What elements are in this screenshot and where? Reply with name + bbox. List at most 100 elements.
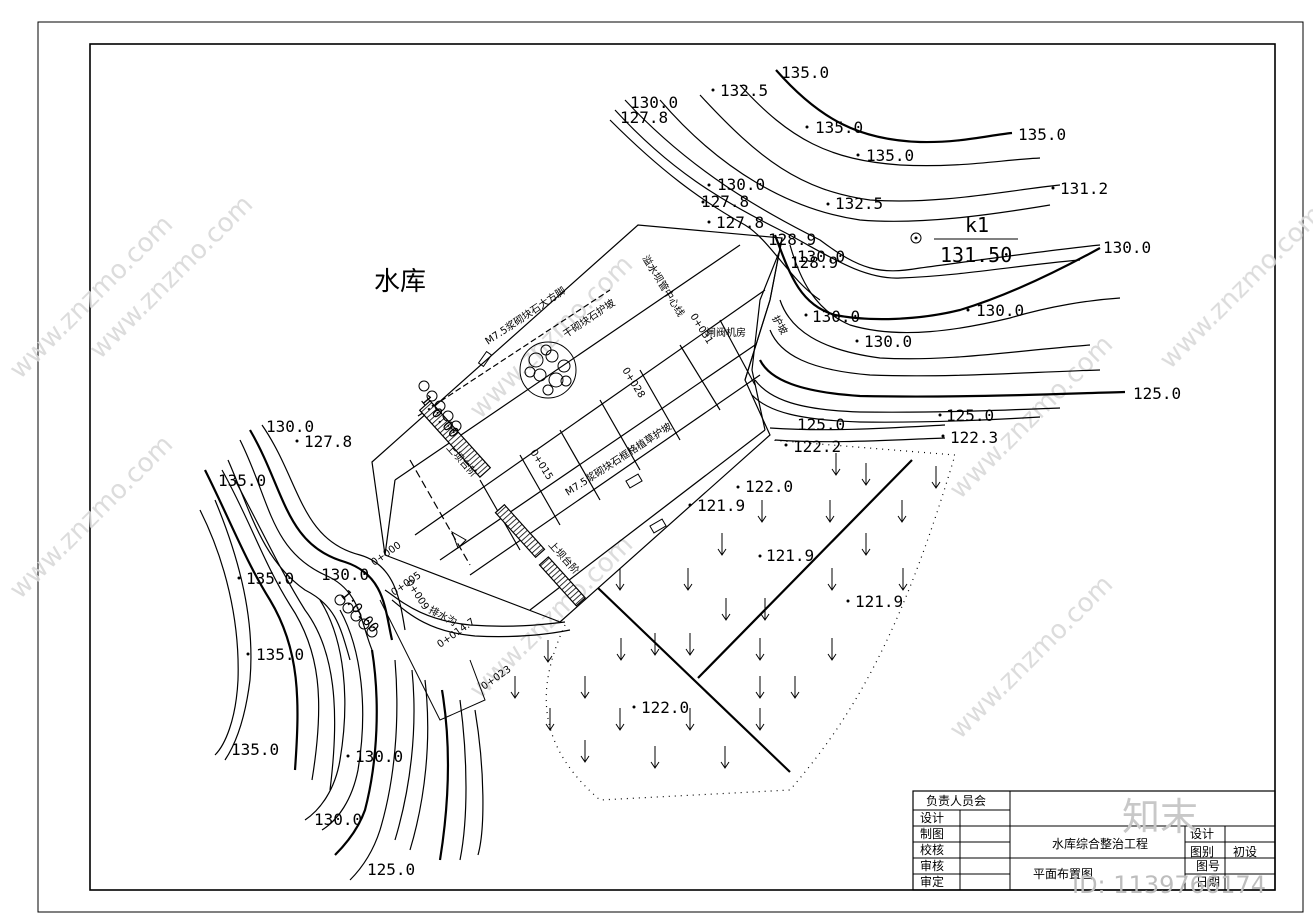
stage-label: 图别 [1190,845,1214,859]
elevation-label: 135.0 [1018,125,1066,144]
flow-arrow-icon [616,638,626,661]
elevation-label: 130.0 [976,301,1024,320]
flow-arrow-icon [685,708,695,731]
elevation-label: 125.0 [367,860,415,879]
elevation-label: 130.0 [314,810,362,829]
elevation-label: 127.8 [620,108,668,127]
west-contours [199,424,484,881]
elevation-label: 122.3 [950,428,998,447]
flow-arrow-icon [543,640,553,663]
drainage-ditch [384,589,566,627]
corner-text: 设计 [1190,827,1214,841]
elevation-label: 121.9 [766,546,814,565]
elevation-label: 121.9 [855,592,903,611]
benchmark-name: k1 [965,213,989,237]
elevation-label: 135.0 [218,471,266,490]
outlet-marker [451,530,467,549]
inner-frame [89,43,1276,891]
elevation-label: 130.0 [797,247,845,266]
page-title: 水库 [374,267,426,297]
benchmark-elevation: 131.50 [940,243,1012,267]
role-label: 制图 [920,827,944,841]
flow-arrow-icon [580,676,590,699]
watermark-text: www.znzmo.com [944,570,1119,745]
elevation-label: 125.0 [797,415,845,434]
watermark-text: www.znzmo.com [4,430,179,605]
role-label: 校核 [920,842,944,857]
elevation-label: 130.0 [812,307,860,326]
flow-arrow-icon [898,568,908,591]
station-label: 0+028 [619,366,646,401]
role-label: 审定 [920,874,944,889]
project-name: 水库综合整治工程 [1052,836,1148,851]
flow-arrow-icon [931,466,941,489]
dam-body [371,224,783,721]
flow-arrow-icon [721,598,731,621]
dam-berm [469,374,761,576]
flow-arrows [510,453,941,769]
annotation-ratio-top: 1:0.00 [417,392,462,441]
flow-arrow-icon [615,708,625,731]
elevation-label: 130.0 [266,417,314,436]
elevation-label: 125.0 [946,406,994,425]
flow-arrow-icon [683,568,693,591]
elevation-label: 135.0 [231,740,279,759]
flow-arrow-icon [650,746,660,769]
flow-arrow-icon [755,638,765,661]
spot-points [237,88,1055,758]
stairs-middle [494,503,546,559]
flow-arrow-icon [760,598,770,621]
role-label: 设计 [920,811,944,825]
flow-arrow-icon [717,533,727,556]
elevation-label: 125.0 [1133,384,1181,403]
elevation-label: 135.0 [246,569,294,588]
elevation-label: 135.0 [781,63,829,82]
flow-arrow-icon [510,676,520,699]
elevation-label: 135.0 [815,118,863,137]
elevation-label: 130.0 [321,565,369,584]
annotation-drain: 排水沟 [427,603,460,629]
drawing-name: 平面布置图 [1033,867,1093,881]
benchmark: k1 131.50 [910,213,1018,267]
downstream-cross-line [697,459,913,679]
flow-arrow-icon [615,568,625,591]
stage-value: 初设 [1233,845,1257,859]
elevation-label: 132.5 [835,194,883,213]
flow-arrow-icon [755,708,765,731]
stairs-lower [538,556,587,607]
flow-arrow-icon [580,740,590,763]
elevation-labels-west: 130.0 127.8 135.0 135.0 130.0 135.0 135.… [218,417,415,879]
elevation-label: 128.9 [768,230,816,249]
personnel-header: 负责人员会 [926,794,986,808]
flow-arrow-icon [720,746,730,769]
north-east-contours [609,69,1126,443]
flow-arrow-icon [650,633,660,656]
section-markers [451,350,667,549]
elevation-label: 130.0 [717,175,765,194]
elevation-label: 122.0 [745,477,793,496]
elevation-label: 130.0 [630,93,678,112]
elevation-label: 130.0 [864,332,912,351]
elevation-label: 131.2 [1060,179,1108,198]
title-block: 负责人员会 设计 制图 校核 审核 审定 水库综合整治工程 平面布置图 设计 图… [912,790,1276,891]
image-id: ID: 1139766174 [1072,871,1266,899]
elevation-label: 132.5 [720,81,768,100]
elevation-label: 135.0 [866,146,914,165]
flow-arrow-icon [545,708,555,731]
flow-arrow-icon [827,638,837,661]
flow-arrow-icon [861,463,871,486]
annotation-ratio-bottom: 1:0.00 [337,587,382,636]
number-label: 图号 [1196,859,1220,873]
station-label: 0+009 [403,578,430,613]
flow-arrow-icon [897,500,907,523]
annotation-right-slope: 护坡 [769,313,790,337]
dam-crest-lower [414,289,766,536]
flow-arrow-icon [827,568,837,591]
elevation-label: 128.9 [790,253,838,272]
elevation-label: 127.8 [716,213,764,232]
flow-arrow-icon [685,633,695,656]
elevation-label: 122.2 [793,437,841,456]
elevation-label: 127.8 [304,432,352,451]
flow-arrow-icon [757,500,767,523]
elevation-label: 130.0 [1103,238,1151,257]
